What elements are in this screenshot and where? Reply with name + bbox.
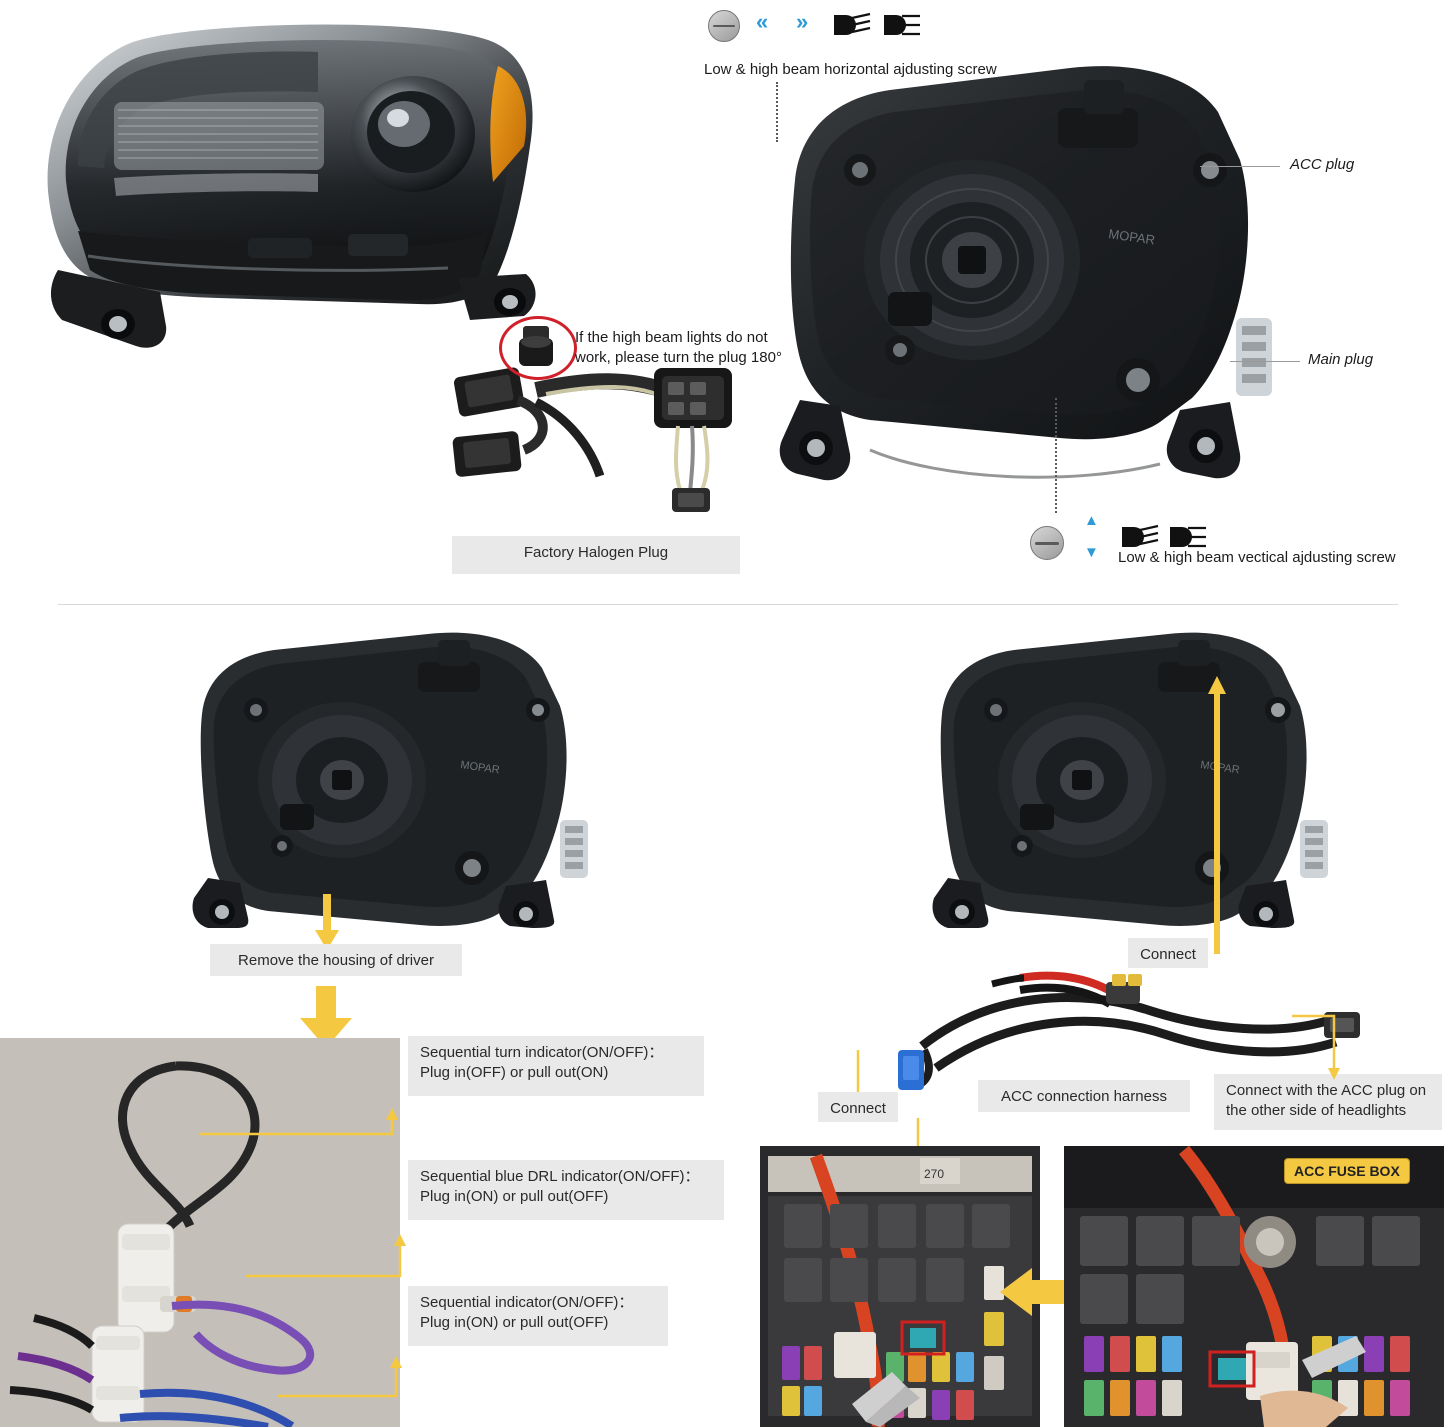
high-beam-icon	[1170, 526, 1206, 548]
screw-icon	[1030, 526, 1064, 560]
fuse-box-right-photo	[1064, 1146, 1444, 1427]
connect-top-arrow-icon	[1208, 676, 1226, 954]
connect-top-label-text: Connect	[1140, 946, 1196, 963]
option-3-line1: Sequential indicator(ON/OFF)：	[420, 1294, 634, 1311]
option-2-line2: Plug in(ON) or pull out(OFF)	[420, 1188, 609, 1206]
high-beam-note-text: If the high beam lights do not work, ple…	[575, 329, 782, 367]
low-beam-icon	[834, 12, 871, 35]
arrow-down-to-step-icon	[315, 894, 339, 950]
option-box-1: Sequential turn indicator(ON/OFF)： Plug …	[408, 1036, 704, 1096]
option-2-line1: Sequential blue DRL indicator(ON/OFF)：	[420, 1168, 700, 1185]
plug-closeup-icon	[513, 322, 559, 370]
acc-fuse-box-badge: ACC FUSE BOX	[1284, 1158, 1410, 1184]
chevron-left-icon: «	[756, 9, 768, 34]
low-beam-icon	[1122, 524, 1159, 547]
acc-plug-note-box: Connect with the ACC plug on the other s…	[1214, 1074, 1442, 1130]
factory-halogen-plug-caption: Factory Halogen Plug	[452, 536, 740, 574]
horizontal-adjust-legend: « »	[700, 8, 1220, 44]
connect-top-label: Connect	[1128, 938, 1208, 968]
acc-harness-label-text: ACC connection harness	[1001, 1088, 1167, 1105]
acc-fuse-box-badge-text: ACC FUSE BOX	[1294, 1163, 1400, 1179]
option-3-line2: Plug in(ON) or pull out(OFF)	[420, 1314, 609, 1332]
connect-left-label: Connect	[818, 1092, 898, 1122]
acc-plug-note-text: Connect with the ACC plug on the other s…	[1226, 1082, 1427, 1120]
acc-plug-callout: ACC plug	[1200, 155, 1430, 177]
bottom-right-headlight-photo: MOPAR	[910, 628, 1340, 928]
big-arrow-down-icon	[300, 986, 352, 1048]
connect-left-line	[856, 1050, 860, 1092]
section-divider	[58, 604, 1398, 605]
fusebox-transition-arrow-icon	[1000, 1268, 1070, 1316]
svg-text:MOPAR: MOPAR	[1108, 226, 1156, 247]
high-beam-note: If the high beam lights do not work, ple…	[575, 328, 785, 369]
option-leader-lines	[200, 1108, 406, 1398]
svg-text:MOPAR: MOPAR	[460, 759, 501, 776]
high-beam-icon	[884, 14, 920, 36]
plug-highlight-circle	[499, 316, 577, 380]
acc-plug-label: ACC plug	[1290, 156, 1355, 173]
option-1-line1: Sequential turn indicator(ON/OFF)：	[420, 1044, 664, 1061]
headlight-front-photo	[18, 6, 558, 376]
headlight-rear-photo: MOPAR	[740, 50, 1280, 520]
factory-halogen-plug-photo	[440, 320, 780, 520]
arrow-up-icon: ▲	[1084, 512, 1099, 529]
fuse-box-left-photo: 270	[760, 1146, 1040, 1427]
horizontal-adjust-pointer	[776, 82, 780, 142]
vertical-adjust-label: Low & high beam vectical ajdusting screw	[1118, 549, 1396, 566]
option-box-2: Sequential blue DRL indicator(ON/OFF)： P…	[408, 1160, 724, 1220]
remove-housing-step-text: Remove the housing of driver	[238, 952, 434, 969]
harness-to-note-line	[1292, 1014, 1340, 1080]
screw-icon	[708, 10, 740, 42]
remove-housing-step: Remove the housing of driver	[210, 944, 462, 976]
main-plug-callout: Main plug	[1230, 350, 1445, 372]
driver-wire-photo	[0, 1038, 400, 1427]
vertical-adjust-pointer	[1055, 398, 1059, 513]
option-box-3: Sequential indicator(ON/OFF)： Plug in(ON…	[408, 1286, 668, 1346]
horizontal-adjust-label: Low & high beam horizontal ajdusting scr…	[704, 61, 997, 78]
connect-left-label-text: Connect	[830, 1100, 886, 1117]
chevron-right-icon: »	[796, 9, 808, 34]
main-plug-label: Main plug	[1308, 351, 1374, 368]
acc-harness-photo	[880, 958, 1360, 1108]
svg-text:MOPAR: MOPAR	[1200, 759, 1241, 776]
arrow-down-icon: ▼	[1084, 544, 1099, 561]
acc-harness-label: ACC connection harness	[978, 1080, 1190, 1112]
vertical-adjust-legend: ▲ ▼ Low & high beam vectical ajdusting s…	[1022, 510, 1442, 570]
factory-halogen-plug-caption-text: Factory Halogen Plug	[523, 544, 669, 561]
option-1-line2: Plug in(OFF) or pull out(ON)	[420, 1064, 609, 1082]
svg-text:270: 270	[924, 1167, 944, 1181]
bottom-left-headlight-photo: MOPAR	[170, 628, 600, 928]
